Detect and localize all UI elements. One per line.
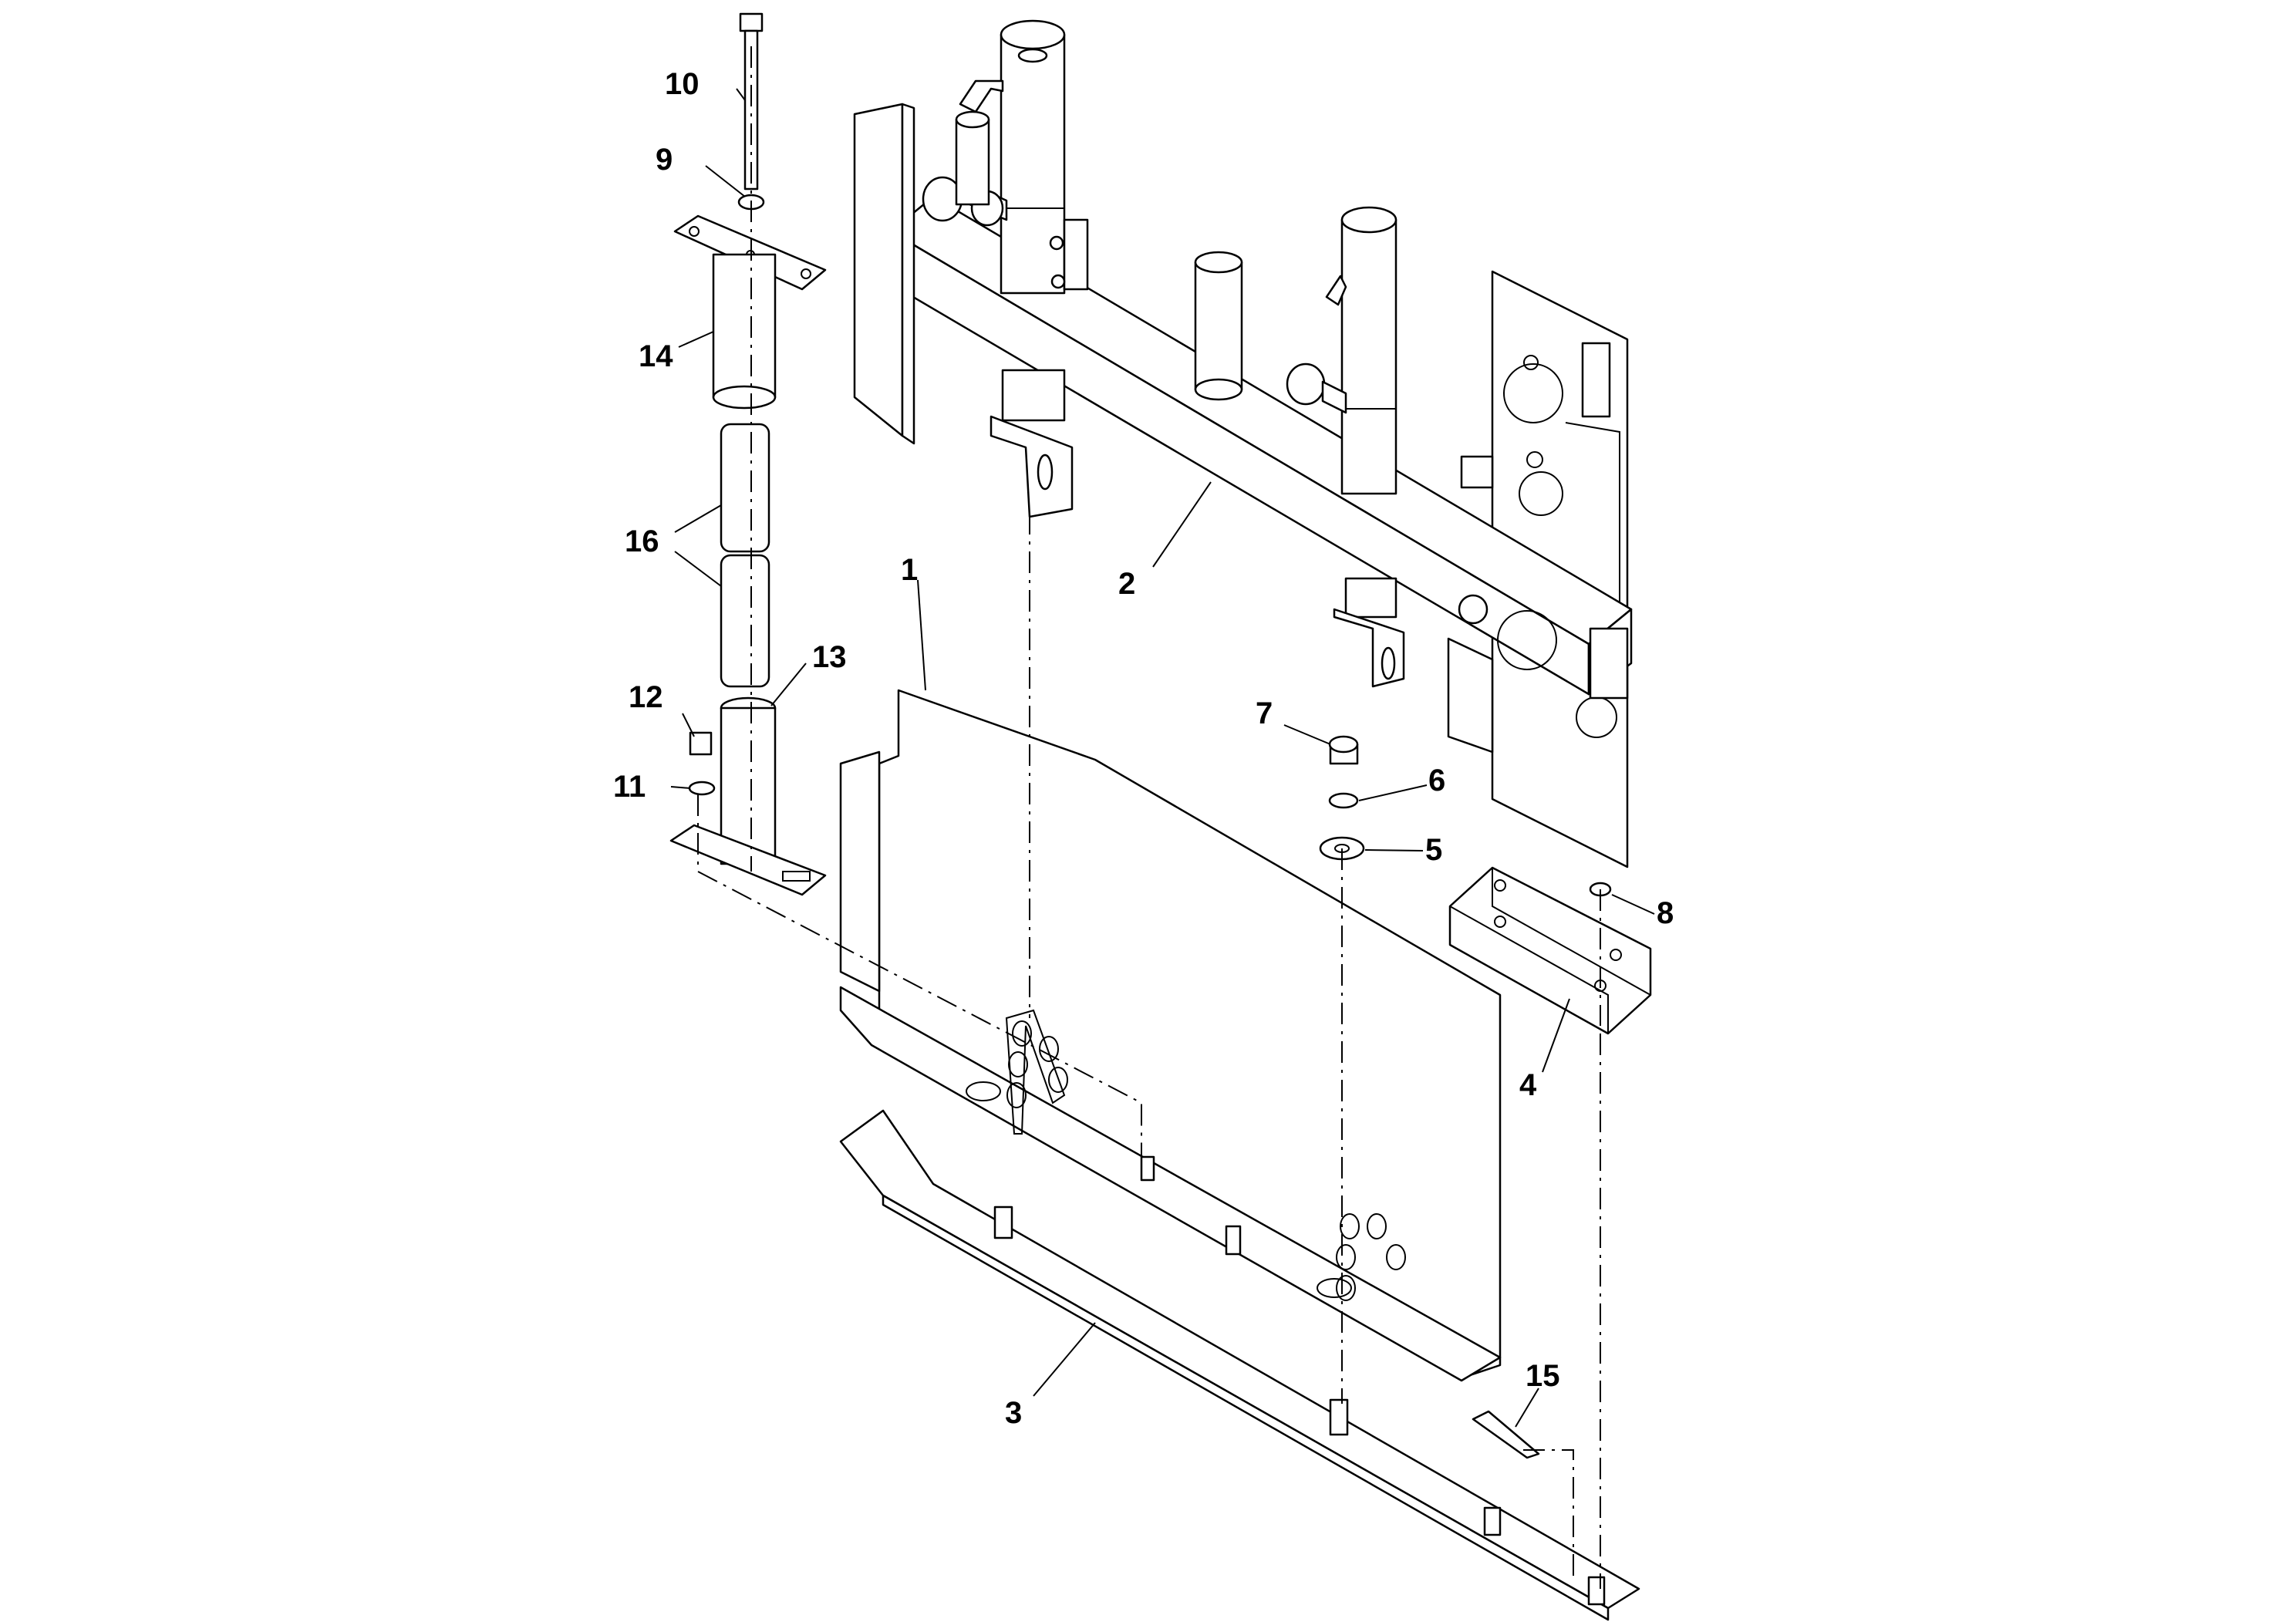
callout-12: 12 [629, 680, 663, 714]
callout-2: 2 [1118, 567, 1135, 601]
chains [1005, 1009, 1406, 1301]
callout-15: 15 [1526, 1359, 1560, 1393]
callout-6: 6 [1428, 764, 1445, 798]
callout-11: 11 [613, 770, 646, 804]
callout-4: 4 [1519, 1068, 1537, 1102]
lock-washer-6 [1328, 792, 1359, 809]
bottom-strip [839, 1109, 1640, 1621]
callout-16: 16 [625, 524, 659, 558]
callout-labels: 1 2 3 4 5 6 7 8 9 10 11 12 13 14 15 16 [613, 67, 1674, 1430]
callout-8: 8 [1657, 896, 1674, 930]
leader-lines [670, 88, 1655, 1428]
callout-10: 10 [665, 67, 700, 101]
callout-1: 1 [901, 553, 918, 587]
callout-5: 5 [1425, 833, 1442, 867]
r-clip [1472, 1410, 1540, 1459]
spring-stack [669, 12, 827, 896]
angle-bracket [1448, 866, 1652, 1035]
callout-14: 14 [639, 339, 673, 373]
callout-7: 7 [1256, 696, 1273, 730]
frame-assembly [853, 19, 1633, 868]
callout-13: 13 [812, 640, 847, 674]
guard-plate [839, 689, 1502, 1382]
callout-3: 3 [1005, 1396, 1022, 1430]
assembly-lines [697, 46, 1601, 1589]
callout-9: 9 [656, 143, 673, 177]
